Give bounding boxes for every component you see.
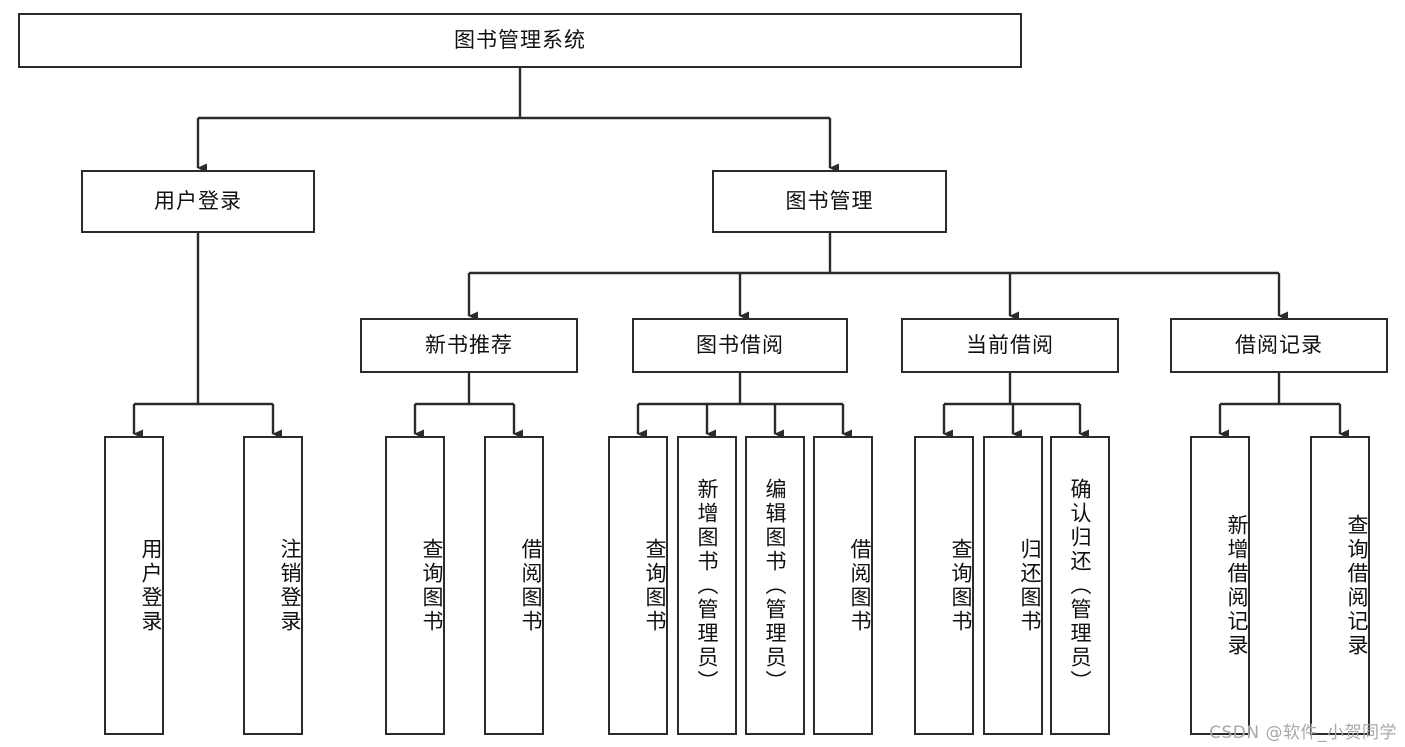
node-label: 查询图书 <box>420 537 444 634</box>
node-leaf-add-book-admin[interactable]: 新增图书（管理员） <box>677 436 737 735</box>
node-label: 新增图书（管理员） <box>695 477 720 694</box>
node-label: 图书管理系统 <box>454 27 586 52</box>
node-label: 查询图书 <box>949 537 973 634</box>
node-label: 编辑图书（管理员） <box>763 477 788 694</box>
node-label: 借阅图书 <box>519 537 543 634</box>
node-leaf-borrow-book-recommend[interactable]: 借阅图书 <box>484 436 544 735</box>
node-label: 查询图书 <box>643 537 667 634</box>
node-leaf-query-book-recommend[interactable]: 查询图书 <box>385 436 445 735</box>
node-label: 注销登录 <box>278 537 302 634</box>
node-label: 用户登录 <box>139 537 163 634</box>
node-new-book-recommend[interactable]: 新书推荐 <box>360 318 578 373</box>
node-leaf-query-book-borrow[interactable]: 查询图书 <box>608 436 668 735</box>
node-label: 新书推荐 <box>425 332 513 357</box>
watermark-text: CSDN @软件_小贺同学 <box>1209 723 1397 743</box>
node-leaf-return-book[interactable]: 归还图书 <box>983 436 1043 735</box>
node-leaf-query-book-current[interactable]: 查询图书 <box>914 436 974 735</box>
node-leaf-confirm-return-admin[interactable]: 确认归还（管理员） <box>1050 436 1110 735</box>
node-label: 图书借阅 <box>696 332 784 357</box>
node-book-borrow[interactable]: 图书借阅 <box>632 318 848 373</box>
node-user-login[interactable]: 用户登录 <box>81 170 315 233</box>
node-leaf-edit-book-admin[interactable]: 编辑图书（管理员） <box>745 436 805 735</box>
node-current-borrow[interactable]: 当前借阅 <box>901 318 1119 373</box>
node-label: 新增借阅记录 <box>1225 513 1249 658</box>
node-label: 用户登录 <box>154 188 242 213</box>
node-label: 归还图书 <box>1018 537 1042 634</box>
node-label: 借阅记录 <box>1235 332 1323 357</box>
node-leaf-user-login[interactable]: 用户登录 <box>104 436 164 735</box>
node-leaf-add-borrow-record[interactable]: 新增借阅记录 <box>1190 436 1250 735</box>
node-leaf-borrow-book[interactable]: 借阅图书 <box>813 436 873 735</box>
node-book-manage[interactable]: 图书管理 <box>712 170 947 233</box>
node-label: 确认归还（管理员） <box>1068 477 1093 694</box>
node-label: 借阅图书 <box>848 537 872 634</box>
node-label: 查询借阅记录 <box>1345 513 1369 658</box>
node-root-图书管理系统[interactable]: 图书管理系统 <box>18 13 1022 68</box>
node-label: 图书管理 <box>785 188 874 213</box>
node-label: 当前借阅 <box>966 332 1054 357</box>
node-leaf-logout[interactable]: 注销登录 <box>243 436 303 735</box>
node-leaf-query-borrow-record[interactable]: 查询借阅记录 <box>1310 436 1370 735</box>
node-borrow-record[interactable]: 借阅记录 <box>1170 318 1388 373</box>
